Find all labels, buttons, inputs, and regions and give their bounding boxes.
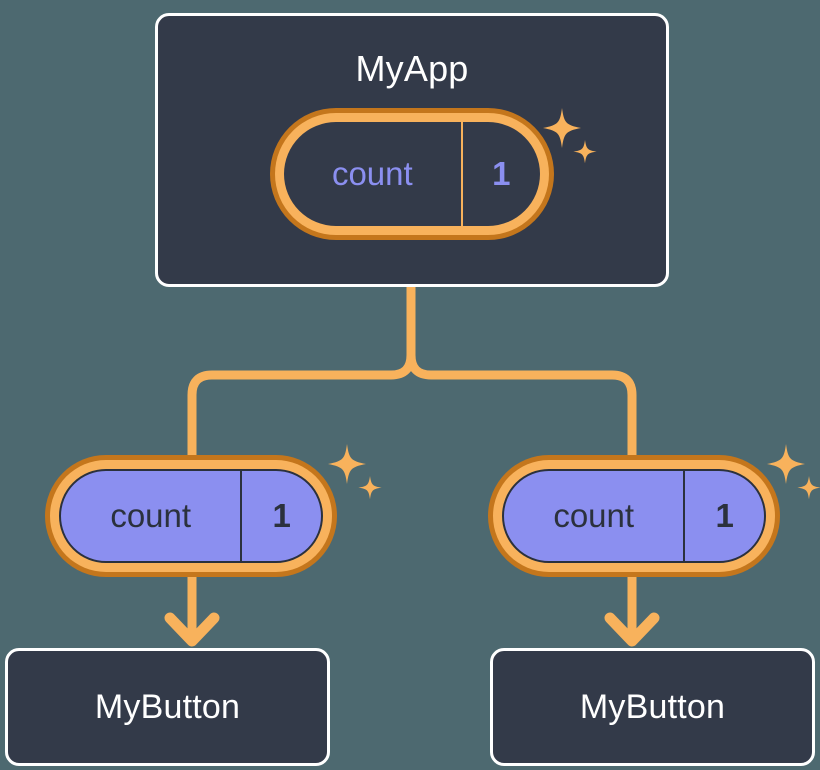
component-title-myapp: MyApp [355,48,469,89]
state-pill-myapp[interactable]: count 1 [270,108,554,240]
pill-outer-ring: count 1 [270,108,554,240]
state-pill-child-right[interactable]: count 1 [488,455,780,577]
state-value-label: 1 [240,471,321,561]
component-box-mybutton-left[interactable]: MyButton [5,648,330,766]
pill-band: count 1 [275,113,549,235]
arrow-head-right [604,612,660,647]
pill-band: count 1 [50,460,332,572]
component-box-mybutton-right[interactable]: MyButton [490,648,815,766]
connector-root-to-left [187,282,416,460]
state-value-label: 1 [683,471,764,561]
state-key-label: count [331,155,413,192]
pill-band: count 1 [493,460,775,572]
connector-root-to-right [406,282,637,460]
state-value-label: 1 [460,122,540,226]
state-key-label: count [110,497,192,534]
component-title-mybutton: MyButton [579,687,726,726]
pill-body: count 1 [502,469,766,563]
state-pill-child-left[interactable]: count 1 [45,455,337,577]
state-key-label: count [553,497,635,534]
pill-outer-ring: count 1 [45,455,337,577]
pill-body: count 1 [284,122,540,226]
pill-body: count 1 [59,469,323,563]
pill-outer-ring: count 1 [488,455,780,577]
arrow-head-left [164,612,220,647]
component-title-mybutton: MyButton [94,687,241,726]
